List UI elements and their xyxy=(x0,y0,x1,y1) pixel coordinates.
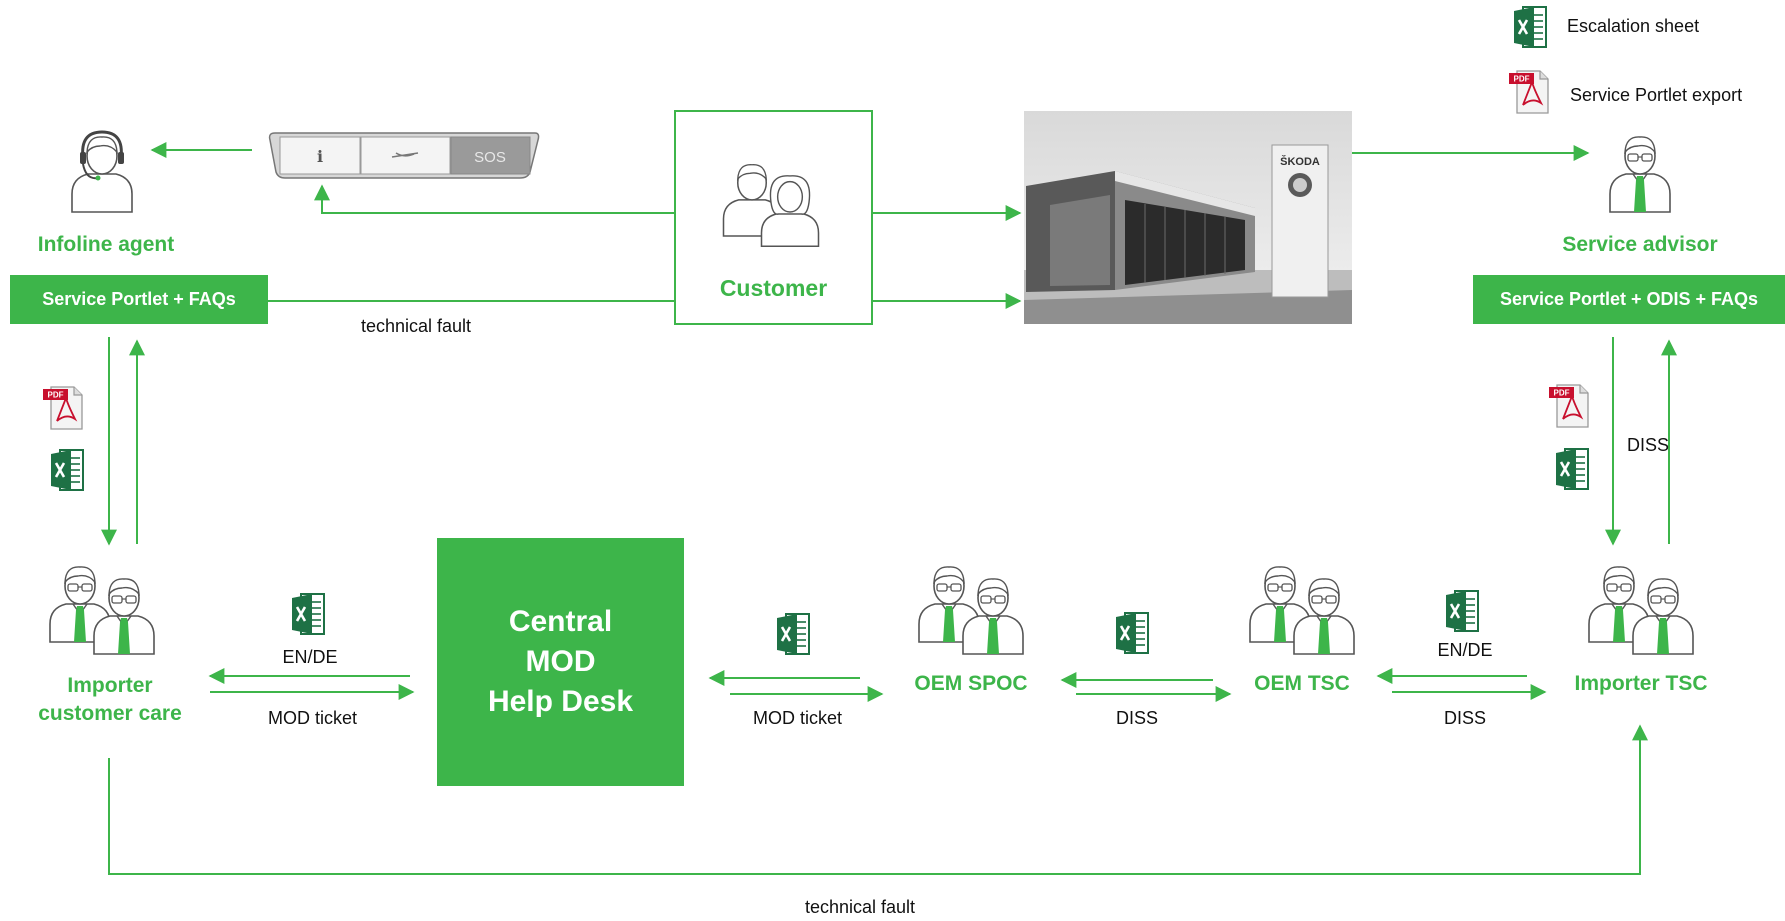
oem-tsc-label: OEM TSC xyxy=(1254,672,1350,695)
pdf-icon xyxy=(1508,70,1549,114)
dealer-building-photo: ŠKODA xyxy=(1024,111,1352,324)
svg-text:ŠKODA: ŠKODA xyxy=(1280,155,1320,168)
excel-icon xyxy=(1512,5,1548,49)
importer-customer-care-line1: Importer xyxy=(67,674,153,697)
legend-escalation-sheet: Escalation sheet xyxy=(1567,16,1700,36)
excel-icon xyxy=(290,592,326,636)
oem-spoc-icon xyxy=(919,567,1023,654)
sos-button-panel: i SOS xyxy=(268,132,540,179)
service-advisor-icon xyxy=(1609,136,1671,213)
mod-ticket-right-label: MOD ticket xyxy=(752,708,842,728)
oem-tsc-icon xyxy=(1250,567,1354,654)
central-mod-line3: Help Desk xyxy=(487,685,634,718)
central-mod-line2: MOD xyxy=(525,645,596,678)
importer-tsc-label: Importer TSC xyxy=(1574,672,1708,695)
en-de-right-label: EN/DE xyxy=(1437,640,1493,660)
excel-icon xyxy=(49,448,85,492)
importer-tsc-icon xyxy=(1589,567,1693,654)
importer-customer-care-icon xyxy=(50,567,154,654)
importer-customer-care-label: Importer customer care xyxy=(10,672,210,728)
service-portlet-faqs-bar: Service Portlet + FAQs xyxy=(10,275,268,324)
svg-text:i: i xyxy=(317,147,323,166)
pdf-icon xyxy=(1548,384,1589,428)
excel-icon xyxy=(1444,589,1480,633)
central-mod-help-desk-label: Central MOD Help Desk xyxy=(437,602,684,722)
technical-fault-bottom-label: technical fault xyxy=(804,897,916,917)
diss-spoc-tsc-label: DISS xyxy=(1115,708,1158,728)
customer-label: Customer xyxy=(719,275,828,301)
en-de-left-label: EN/DE xyxy=(282,647,338,667)
legend-service-portlet-export: Service Portlet export xyxy=(1570,85,1743,105)
excel-icon xyxy=(1114,611,1150,655)
excel-icon xyxy=(1554,447,1590,491)
central-mod-line1: Central xyxy=(508,605,613,638)
diss-vertical-label: DISS xyxy=(1626,435,1669,455)
technical-fault-top-label: technical fault xyxy=(360,316,472,336)
infoline-agent-icon xyxy=(71,130,133,213)
pdf-icon xyxy=(42,386,83,430)
connectors xyxy=(101,142,1677,875)
customer-couple-icon xyxy=(722,164,820,247)
importer-customer-care-line2: customer care xyxy=(38,702,182,725)
mod-ticket-left-label: MOD ticket xyxy=(267,708,357,728)
diss-tsc-importer-label: DISS xyxy=(1443,708,1486,728)
infoline-agent-label: Infoline agent xyxy=(37,233,175,256)
edge-bottom-loop xyxy=(108,724,1648,875)
edge-customer-to-panel xyxy=(314,184,675,214)
service-portlet-odis-faqs-bar: Service Portlet + ODIS + FAQs xyxy=(1473,275,1785,324)
svg-text:SOS: SOS xyxy=(474,149,506,166)
oem-spoc-label: OEM SPOC xyxy=(914,672,1028,695)
service-advisor-label: Service advisor xyxy=(1562,233,1718,256)
excel-icon xyxy=(775,612,811,656)
central-mod-box xyxy=(437,538,684,786)
